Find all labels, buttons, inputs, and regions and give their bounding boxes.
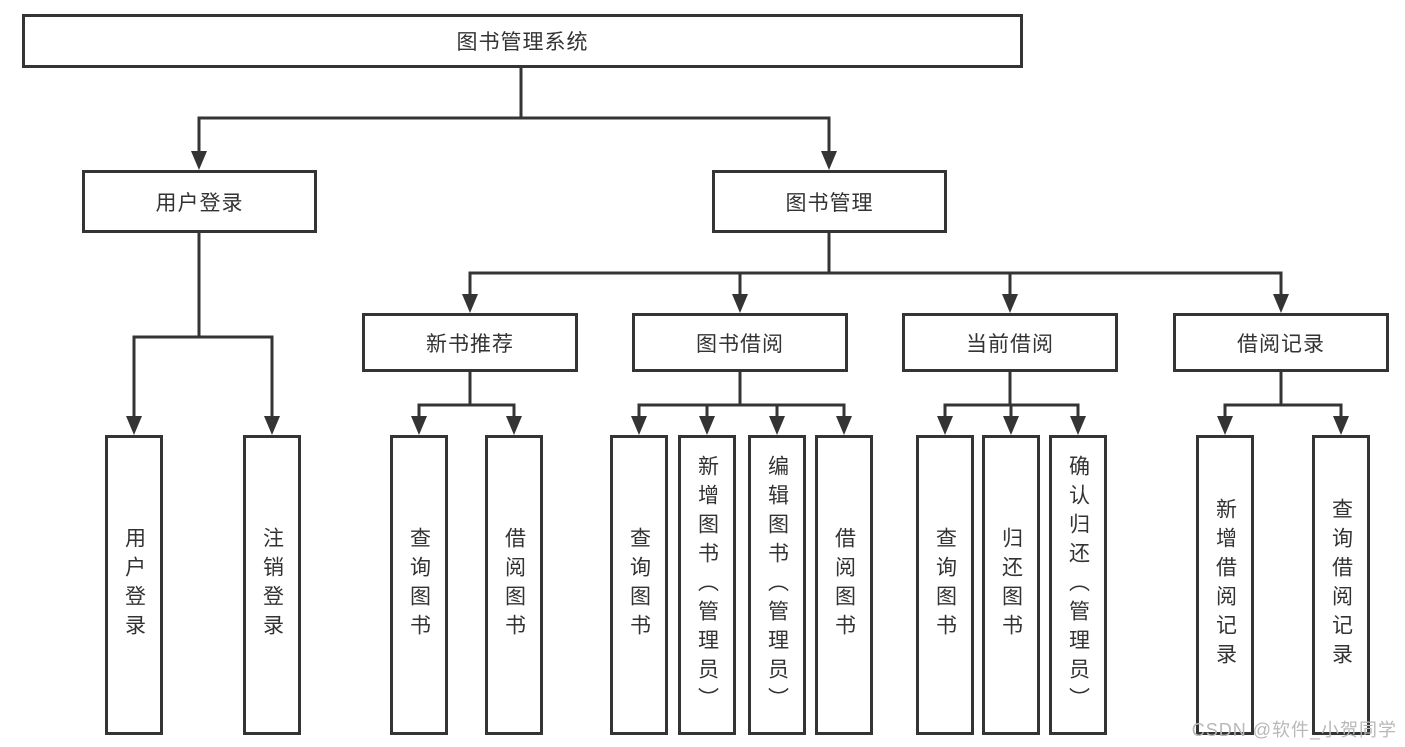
leaf-borrowing-query-books-label: 查询图书: [627, 527, 651, 643]
node-book-management: 图书管理: [712, 170, 947, 233]
leaf-logout: 注销登录: [243, 435, 301, 735]
leaf-records-add-record: 新增借阅记录: [1196, 435, 1254, 735]
leaf-logout-label: 注销登录: [260, 527, 284, 643]
node-book-borrowing: 图书借阅: [632, 313, 848, 372]
watermark: CSDN @软件_小贺同学: [1191, 720, 1397, 740]
leaf-newbook-query-books-label: 查询图书: [407, 527, 431, 643]
leaf-borrowing-query-books: 查询图书: [610, 435, 668, 735]
leaf-current-query-books-label: 查询图书: [933, 527, 957, 643]
leaf-borrowing-add-books-admin: 新增图书（管理员）: [678, 435, 736, 735]
leaf-newbook-borrow-books: 借阅图书: [485, 435, 543, 735]
leaf-current-return-books: 归还图书: [982, 435, 1040, 735]
node-user-login: 用户登录: [82, 170, 317, 233]
node-new-book-recommend: 新书推荐: [362, 313, 578, 372]
leaf-newbook-borrow-books-label: 借阅图书: [502, 527, 526, 643]
leaf-borrowing-borrow-books-label: 借阅图书: [832, 527, 856, 643]
leaf-user-login-label: 用户登录: [122, 527, 146, 643]
leaf-borrowing-edit-books-admin: 编辑图书（管理员）: [748, 435, 806, 735]
leaf-borrowing-edit-books-admin-label: 编辑图书（管理员）: [765, 454, 789, 716]
node-current-borrowing: 当前借阅: [902, 313, 1118, 372]
leaf-current-return-books-label: 归还图书: [999, 527, 1023, 643]
leaf-records-query-record-label: 查询借阅记录: [1329, 498, 1353, 672]
leaf-current-confirm-return-admin-label: 确认归还（管理员）: [1066, 454, 1090, 716]
leaf-newbook-query-books: 查询图书: [390, 435, 448, 735]
leaf-records-query-record: 查询借阅记录: [1312, 435, 1370, 735]
leaf-records-add-record-label: 新增借阅记录: [1213, 498, 1237, 672]
leaf-current-confirm-return-admin: 确认归还（管理员）: [1049, 435, 1107, 735]
leaf-user-login: 用户登录: [105, 435, 163, 735]
node-borrow-records: 借阅记录: [1173, 313, 1389, 372]
leaf-borrowing-borrow-books: 借阅图书: [815, 435, 873, 735]
node-library-system: 图书管理系统: [22, 14, 1023, 68]
leaf-current-query-books: 查询图书: [916, 435, 974, 735]
leaf-borrowing-add-books-admin-label: 新增图书（管理员）: [695, 454, 719, 716]
